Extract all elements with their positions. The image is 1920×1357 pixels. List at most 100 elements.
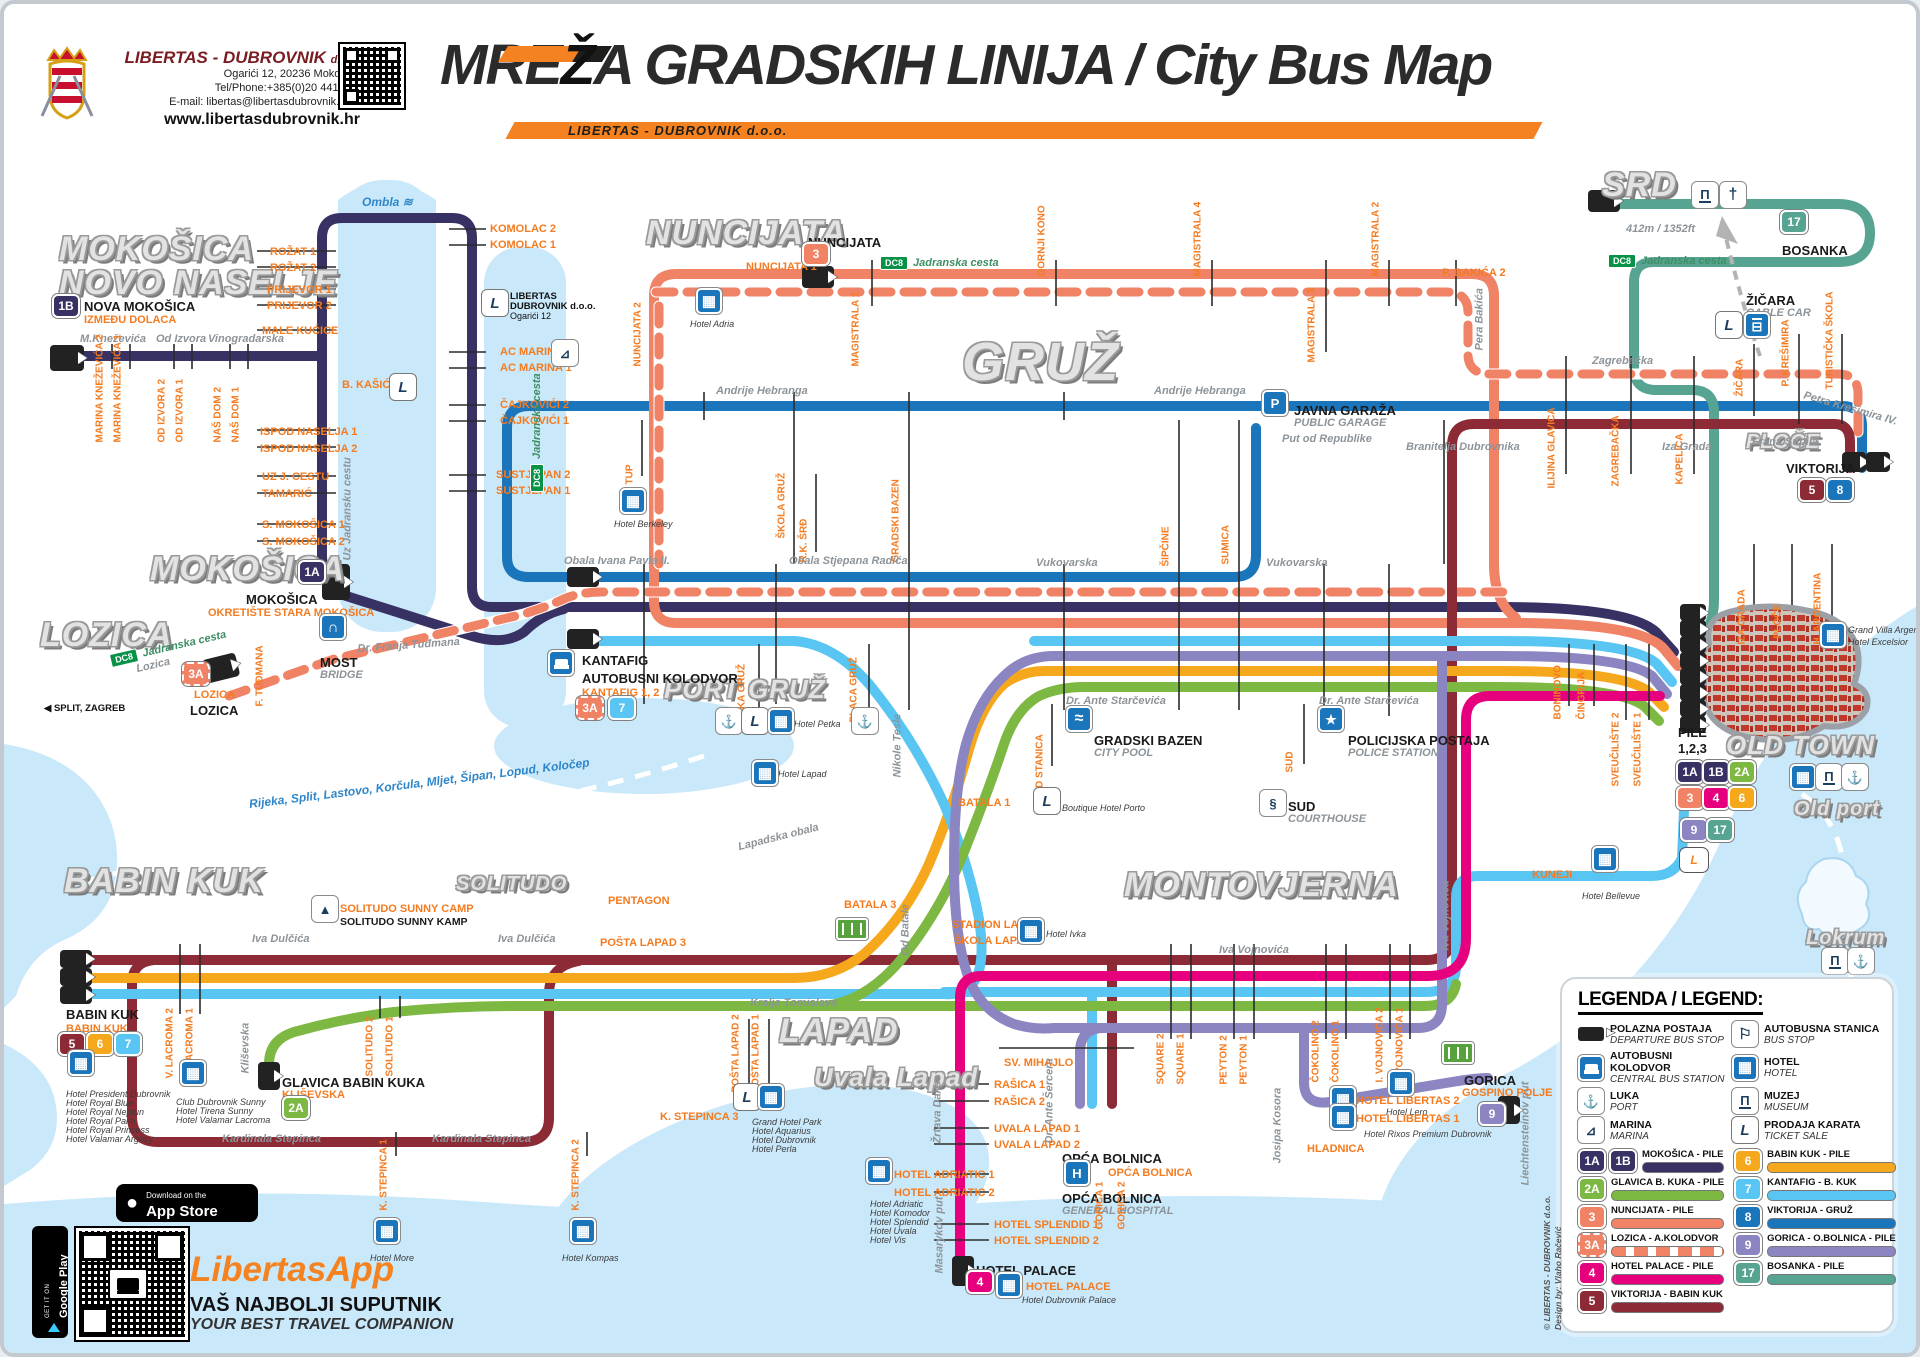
street-label: Vukovarska [1266,557,1328,569]
stop-label: ČOKOLINO 1 [1330,1020,1342,1083]
legend-symbol-name-en: BUS STOP [1764,1034,1815,1046]
hotel-name-label: Hotel Berkeley [614,519,673,529]
ticket-icon [733,1083,761,1111]
stop-label: P. BAKIĆA 2 [1442,267,1506,279]
stop-label: PEYTON 1 [1238,1035,1250,1085]
stop-label: POŠTA LAPAD 1 [750,1014,762,1093]
route-badge-2A: 2A [1727,759,1757,785]
apple-icon: ● [126,1192,139,1214]
stop-label: MALE KUĆICE [262,325,339,337]
legend-symbol-name-en: TICKET SALE [1764,1130,1828,1142]
district-label: Lokrum [1806,927,1886,949]
stop-label: ŠKOLA GRUŽ [776,472,788,539]
map-title-block: MREŽA GRADSKIH LINIJA / City Bus Map [440,32,1680,128]
title-subtitle-bar: LIBERTAS - DUBROVNIK d.o.o. [505,122,1543,139]
hotel-name-label: Hotel Tirena Sunny [176,1106,253,1116]
stop-label: POŠTA LAPAD 2 [730,1014,742,1093]
hotel-name-label: Hotel Ivka [1046,929,1087,939]
stop-label: HLADNICA [1307,1143,1365,1155]
street-label: Zagrebačka [1592,355,1654,367]
stop-label: ISPOD NASELJA 1 [260,426,358,438]
terminal-box [1866,452,1890,472]
street-label: Kardinala Stepinca [432,1133,532,1145]
stop-label: PLOČE [1772,604,1784,639]
road-name-label: Jadranska cesta [531,373,543,459]
ticket-icon [1033,787,1061,815]
hotel-icon [695,287,723,315]
stop-label: OD IZVORA 1 [174,378,186,443]
street-label: Vukovarska [1036,557,1098,569]
station-label: SUD [1288,799,1316,814]
legend-route-line [1767,1274,1896,1285]
bus-icon [1577,1053,1605,1082]
hotel-name-label: Hotel Royal Palm [66,1116,136,1126]
street-label: Iva Vojnovića [1219,944,1289,956]
stop-label: OPĆA BOLNICA [1108,1167,1193,1179]
stop-label: MAGISTRALA 1 [850,291,862,367]
terminal-box [1680,700,1706,717]
street-label: POLICE STATION [1348,747,1439,759]
road-dc8-badge: DC8 [530,463,544,492]
hotel-name-label: Hotel Rixos Premium Dubrovnik [1364,1129,1492,1139]
station-label: GRADSKI BAZEN [1094,733,1203,748]
station-label: BABIN KUK [66,1007,139,1022]
stop-label: S. MOKOŠICA 1 [262,519,345,531]
stop-label: GORNJI KONO [1036,205,1048,277]
hotel-name-label: Hotel Royal Princess [66,1125,150,1135]
court-icon [1259,789,1287,817]
hotel-icon [767,707,795,735]
stop-label: PENTAGON [608,895,670,907]
legend-symbol-name-en: HOTEL [1764,1068,1798,1079]
route-line-17 [1591,199,1875,647]
stop-label: ISPOD NASELJA 2 [260,443,358,455]
stop-label: ČINGRIJA [1576,671,1588,720]
legend-route-name: HOTEL PALACE - PILE [1611,1261,1714,1272]
route-badge-4: 4 [1701,785,1731,811]
route-badge-7: 7 [607,695,637,721]
stop-label: AC MARINA 1 [500,362,572,374]
station-label: NOVA MOKOŠICA [84,299,196,314]
district-label: PORT GRUŽ [664,674,826,704]
street-label: Iva Vojnovića [1439,880,1452,951]
hotel-name-label: Hotel Valamar Argosy [66,1134,153,1144]
stop-tick-lines [111,228,1843,1241]
route-badge-7: 7 [1733,1176,1764,1202]
stop-label: P. KREŠIMIRA [1780,319,1792,387]
hotel-name-label: Hotel Excelsior [1848,637,1909,647]
street-label: Kralja Tomislava [750,997,838,1009]
bus-icon [547,649,575,677]
terminal-box [1680,684,1706,701]
route-badge-1A: 1A [1577,1148,1607,1174]
hotel-name-label: Hotel Valamar Lacroma [176,1115,271,1125]
ticket-icon [1715,311,1743,339]
stop-label: UVALA LAPAD 2 [994,1139,1080,1151]
stop-label: TURISTIČKA ŠKOLA [1824,291,1836,390]
station-label: MOKOŠICA [246,592,318,607]
terminal-box [1680,620,1706,637]
hotel-icon [865,1157,893,1185]
stop-label: IZA GRADA [1736,589,1748,645]
route-badge-5: 5 [1577,1288,1607,1314]
legend-route-line [1767,1162,1896,1173]
port-icon [1577,1087,1605,1115]
legend-route-name: KANTAFIG - B. KUK [1767,1177,1857,1188]
route-badge-3A: 3A [181,661,211,687]
route-badge-L: L [1679,847,1709,873]
legend-route-line [1611,1246,1725,1257]
stop-label: ŠKOLA LAPAD [954,935,1033,947]
legend-symbol-name-hr: AUTOBUSNA STANICA [1764,1022,1880,1035]
stop-label: PRIJEVOR 2 [267,300,332,312]
hotel-name-label: Hotel Petka [794,719,841,729]
hotel-icon [619,487,647,515]
district-label: NOVO NASELJE [59,264,338,302]
legend-route-line [1767,1246,1896,1257]
stop-label: SUMICA [1220,525,1232,565]
stop-label: BATALA 3 [844,899,897,911]
legend-symbol-name-hr: PRODAJA KARATA [1764,1118,1861,1131]
libertas-crest-icon [40,46,94,120]
street-label: Josipa Kosora [1271,1087,1284,1164]
legend-symbol-name-en: MARINA [1610,1130,1649,1142]
